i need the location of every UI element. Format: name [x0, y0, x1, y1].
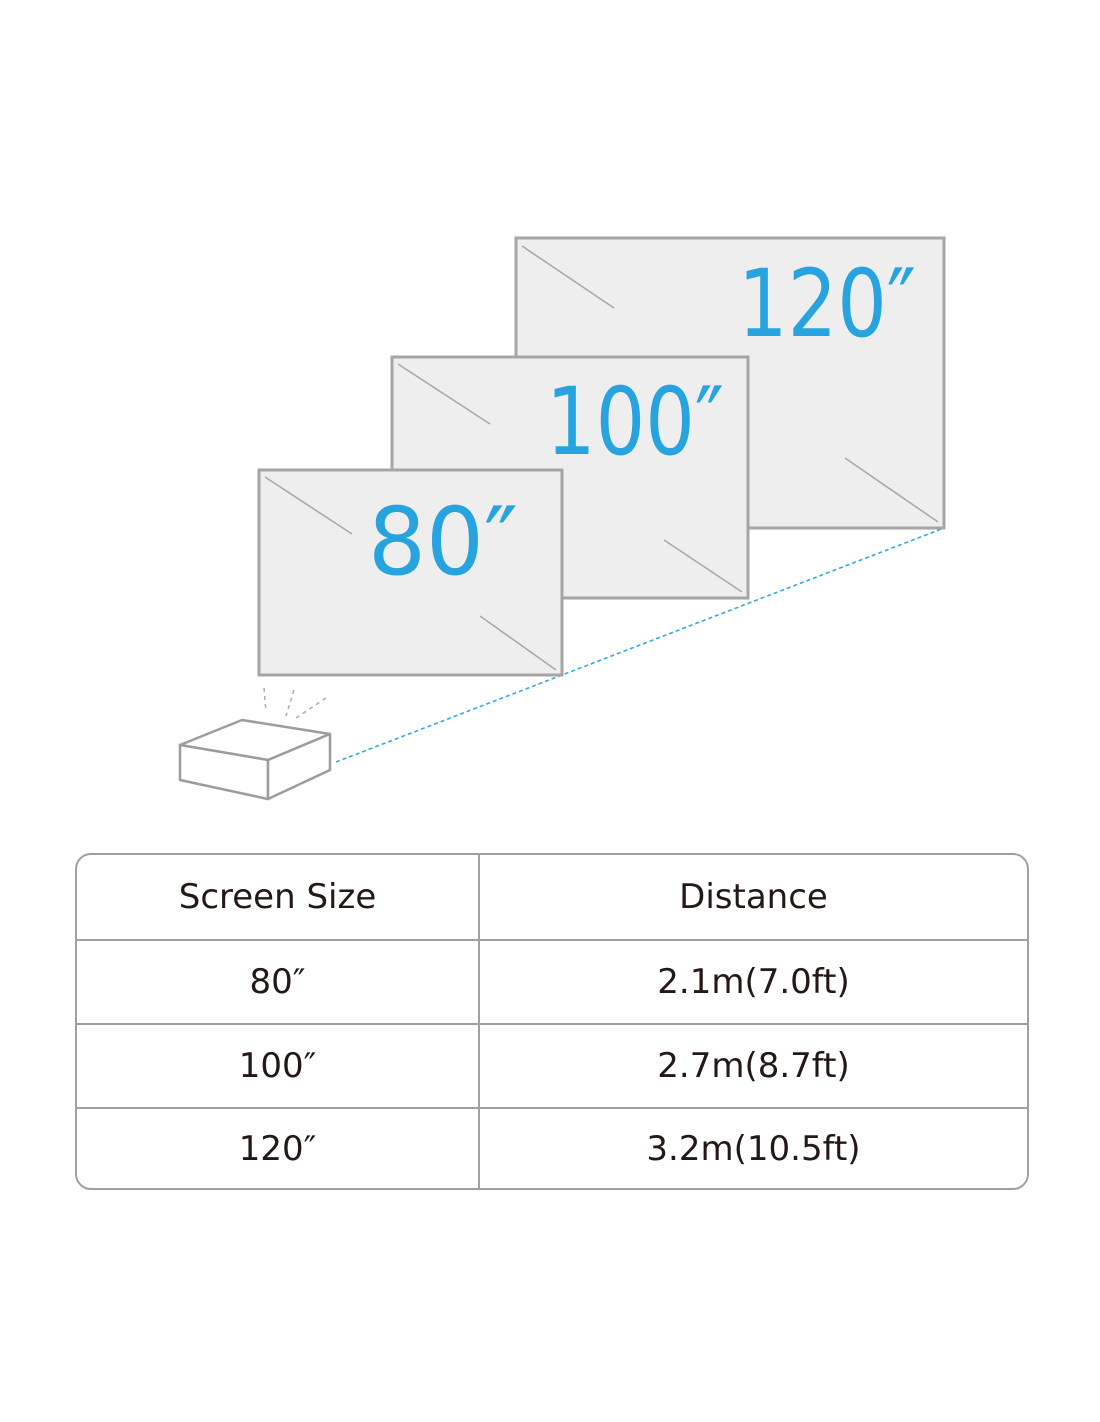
row-screen-size: 100″	[77, 1025, 480, 1107]
table-row: 80″ 2.1m(7.0ft)	[77, 939, 1027, 1023]
screen-120-label: 120″	[738, 250, 916, 359]
screen-80-glare-top	[264, 476, 353, 535]
screen-80-frame	[257, 468, 564, 677]
table-header-row: Screen Size Distance	[77, 855, 1027, 939]
header-distance: Distance	[679, 877, 828, 917]
light-rays	[263, 687, 327, 719]
table-row: 120″ 3.2m(10.5ft)	[77, 1107, 1027, 1188]
screen-80: 80″	[257, 468, 564, 677]
screen-100-glare-bottom	[663, 539, 743, 593]
screen-100-glare-top	[397, 363, 491, 425]
row-distance: 2.1m(7.0ft)	[657, 962, 850, 1002]
projector-side	[266, 732, 332, 801]
row-screen-size: 120″	[77, 1109, 480, 1188]
screen-80-glare-bottom	[479, 615, 557, 671]
header-screen-size: Screen Size	[77, 855, 480, 939]
row-distance: 2.7m(8.7ft)	[657, 1046, 850, 1086]
screen-80-label: 80″	[368, 488, 518, 597]
table-row: 100″ 2.7m(8.7ft)	[77, 1023, 1027, 1107]
projector-icon	[178, 718, 332, 801]
throw-distance-table-wrapper: Screen Size Distance 80″ 2.1m(7.0ft) 100…	[75, 853, 1029, 1190]
throw-line	[335, 527, 945, 763]
throw-distance-diagram: 120″ 100″ 80″	[178, 236, 946, 801]
screen-100-label: 100″	[546, 368, 724, 477]
row-screen-size: 80″	[77, 941, 480, 1023]
screen-120-glare-top	[521, 245, 615, 309]
throw-distance-table: Screen Size Distance 80″ 2.1m(7.0ft) 100…	[75, 853, 1029, 1190]
screen-120-glare-bottom	[844, 457, 939, 523]
row-distance: 3.2m(10.5ft)	[646, 1128, 861, 1169]
